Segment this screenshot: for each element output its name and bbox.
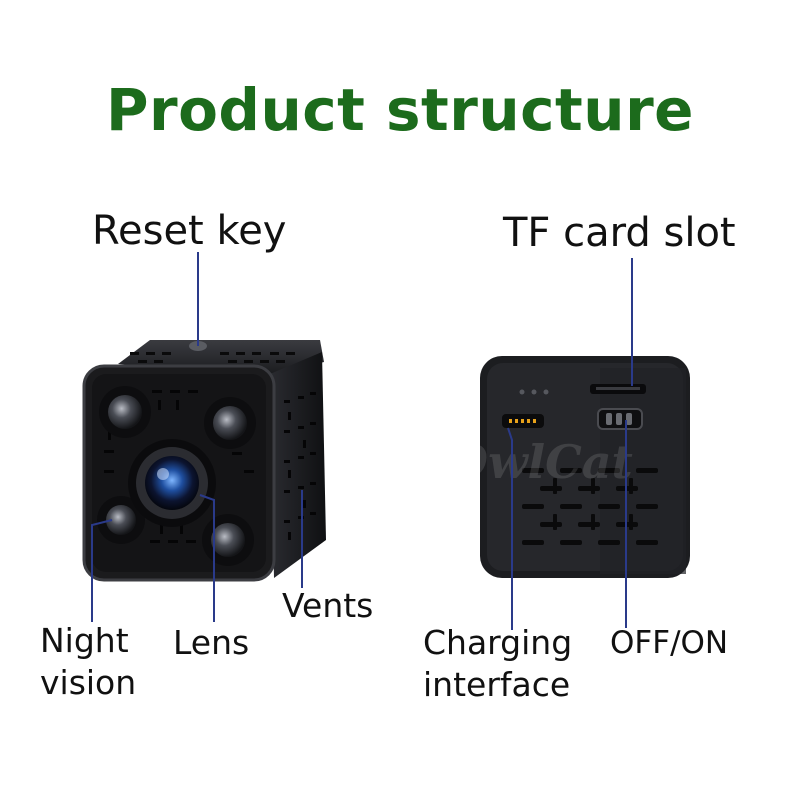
leader-night-vision <box>91 519 113 622</box>
label-night-vision-line2: vision <box>40 663 137 702</box>
label-night-vision-line1: Night <box>40 621 129 660</box>
ir-led <box>211 523 245 557</box>
label-reset-key: Reset key <box>92 208 287 254</box>
label-tf-card-slot: TF card slot <box>503 210 736 256</box>
lens-highlight <box>157 468 169 480</box>
label-vents: Vents <box>282 586 374 625</box>
watermark: OwlCat <box>448 435 633 489</box>
page-title: Product structure <box>105 76 695 144</box>
ir-led <box>213 406 247 440</box>
leader-charging-interface <box>507 427 513 630</box>
camera-back-view <box>480 356 690 578</box>
charging-port-pins <box>509 419 536 423</box>
label-night-vision: Night vision <box>40 620 136 704</box>
label-off-on: OFF/ON <box>610 625 729 661</box>
lens <box>128 439 216 527</box>
ir-led <box>106 505 136 535</box>
label-charging-interface: Charging interface <box>423 622 572 706</box>
top-vents <box>130 352 295 363</box>
camera-side-face <box>270 352 326 578</box>
ir-led <box>108 395 142 429</box>
power-switch-ridges <box>606 413 632 425</box>
indicator-lights <box>519 389 549 395</box>
back-vents <box>522 468 658 545</box>
label-charging-line1: Charging <box>423 623 573 662</box>
tf-card-slot-inner <box>596 387 640 390</box>
camera-front-view <box>82 340 326 582</box>
label-charging-line2: interface <box>423 665 571 704</box>
lens-glass <box>145 456 199 510</box>
leader-lens <box>199 494 215 622</box>
leader-lines <box>91 252 633 630</box>
label-lens: Lens <box>173 623 250 662</box>
night-vision-leds <box>97 386 256 566</box>
side-vents <box>284 392 316 540</box>
